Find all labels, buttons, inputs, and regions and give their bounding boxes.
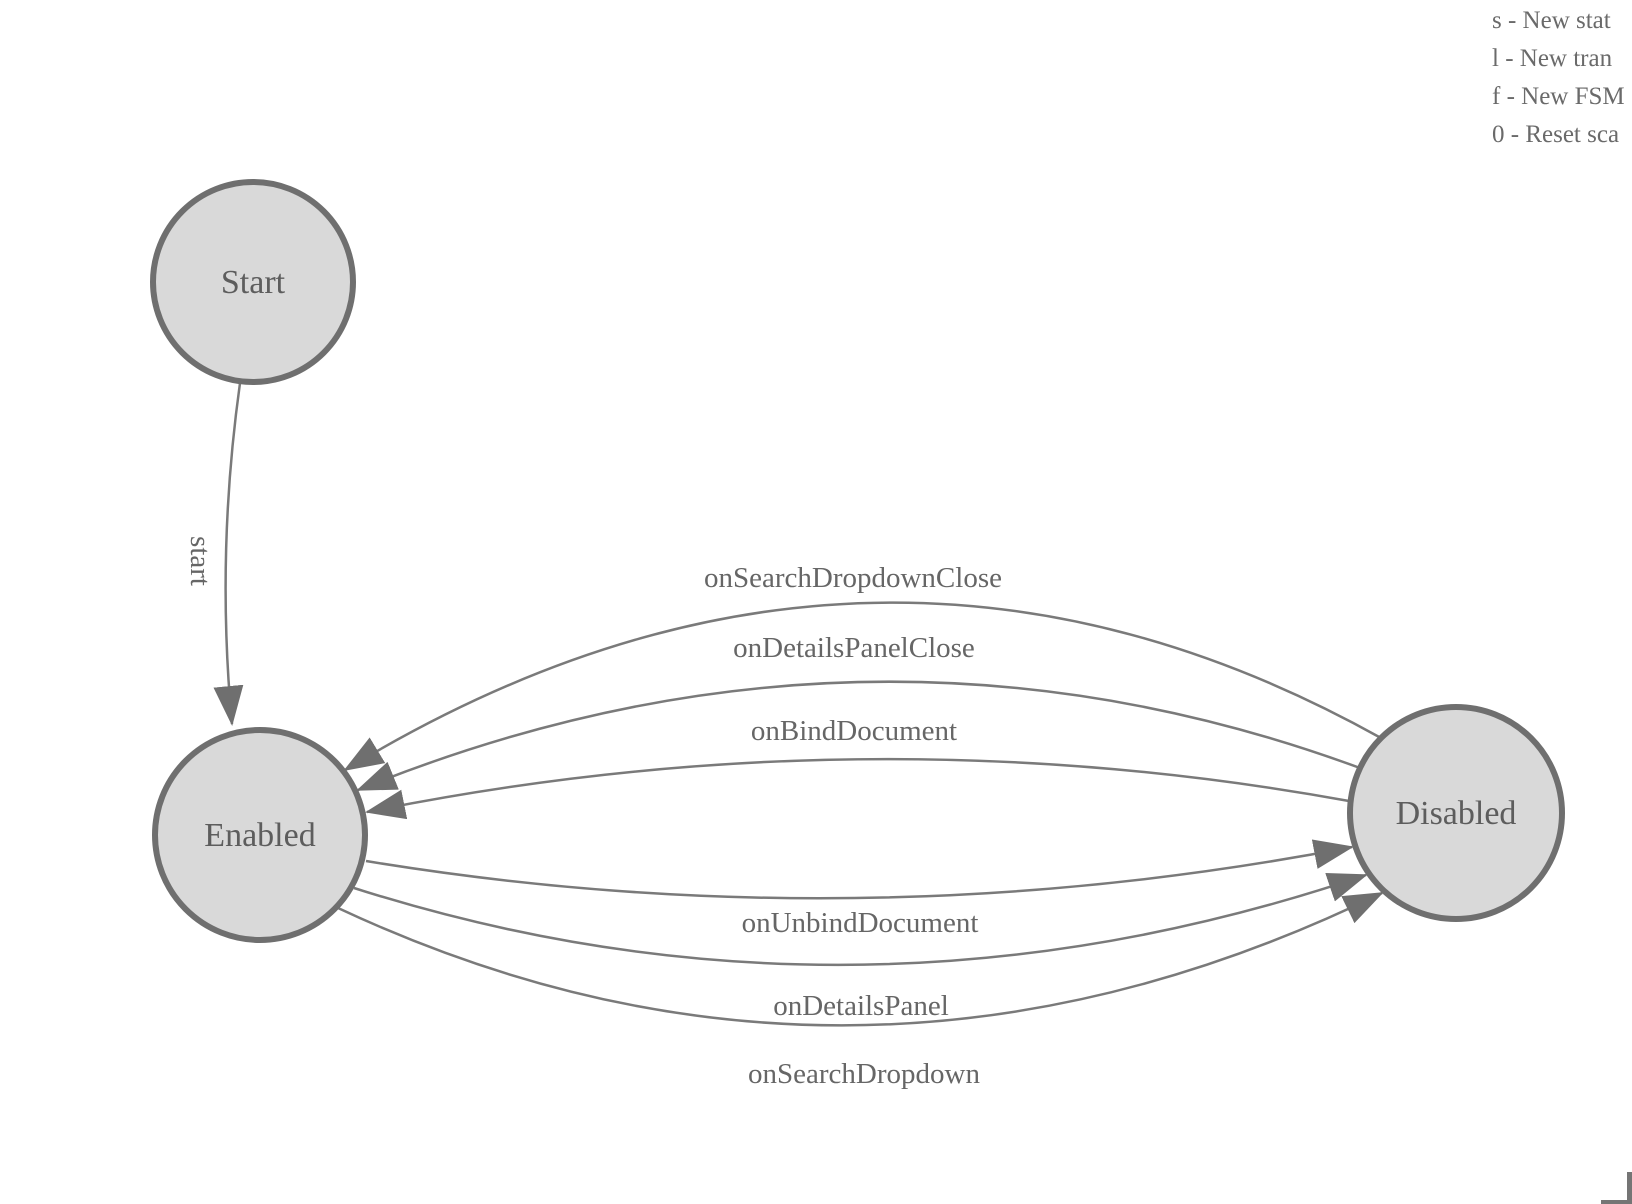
- state-label-start: Start: [221, 264, 286, 301]
- transition-onDetailsPanelClose[interactable]: [356, 680, 1361, 792]
- state-start[interactable]: Start: [150, 179, 356, 385]
- transition-label-onDetailsPanel: onDetailsPanel: [773, 990, 949, 1022]
- transition-label-start: start: [184, 536, 216, 586]
- transition-label-onSearchDropdown: onSearchDropdown: [748, 1058, 980, 1090]
- transition-label-onBindDocument: onBindDocument: [751, 715, 957, 747]
- transition-start[interactable]: [213, 382, 244, 726]
- transition-onDetailsPanel[interactable]: [353, 872, 1368, 967]
- transitions-layer: [213, 382, 1384, 1027]
- states-layer: Start Enabled Disabled: [150, 179, 1565, 943]
- transition-onSearchDropdownClose[interactable]: [343, 601, 1382, 772]
- transition-onBindDocument[interactable]: [365, 757, 1350, 820]
- state-circle-disabled[interactable]: [1347, 704, 1565, 922]
- transition-onUnbindDocument[interactable]: [365, 839, 1354, 900]
- state-circle-enabled[interactable]: [152, 727, 368, 943]
- legend-item-new-transition: l - New tran: [1492, 45, 1613, 72]
- state-label-disabled: Disabled: [1396, 795, 1517, 832]
- corner-bracket-icon: [1601, 1172, 1632, 1204]
- legend-item-new-fsm: f - New FSM: [1492, 83, 1625, 110]
- transition-labels-layer: start onSearchDropdownClose onDetailsPan…: [184, 536, 1002, 1090]
- state-enabled[interactable]: Enabled: [152, 727, 368, 943]
- transition-label-onDetailsPanelClose: onDetailsPanelClose: [733, 632, 975, 664]
- legend-item-new-state: s - New stat: [1492, 7, 1611, 34]
- transition-label-onSearchDropdownClose: onSearchDropdownClose: [704, 562, 1002, 594]
- state-label-enabled: Enabled: [204, 817, 315, 854]
- state-circle-start[interactable]: [150, 179, 356, 385]
- legend: s - New stat l - New tran f - New FSM 0 …: [1492, 2, 1630, 154]
- transition-label-onUnbindDocument: onUnbindDocument: [742, 907, 979, 939]
- state-disabled[interactable]: Disabled: [1347, 704, 1565, 922]
- legend-item-reset: 0 - Reset sca: [1492, 121, 1620, 148]
- transition-onSearchDropdown[interactable]: [337, 891, 1384, 1027]
